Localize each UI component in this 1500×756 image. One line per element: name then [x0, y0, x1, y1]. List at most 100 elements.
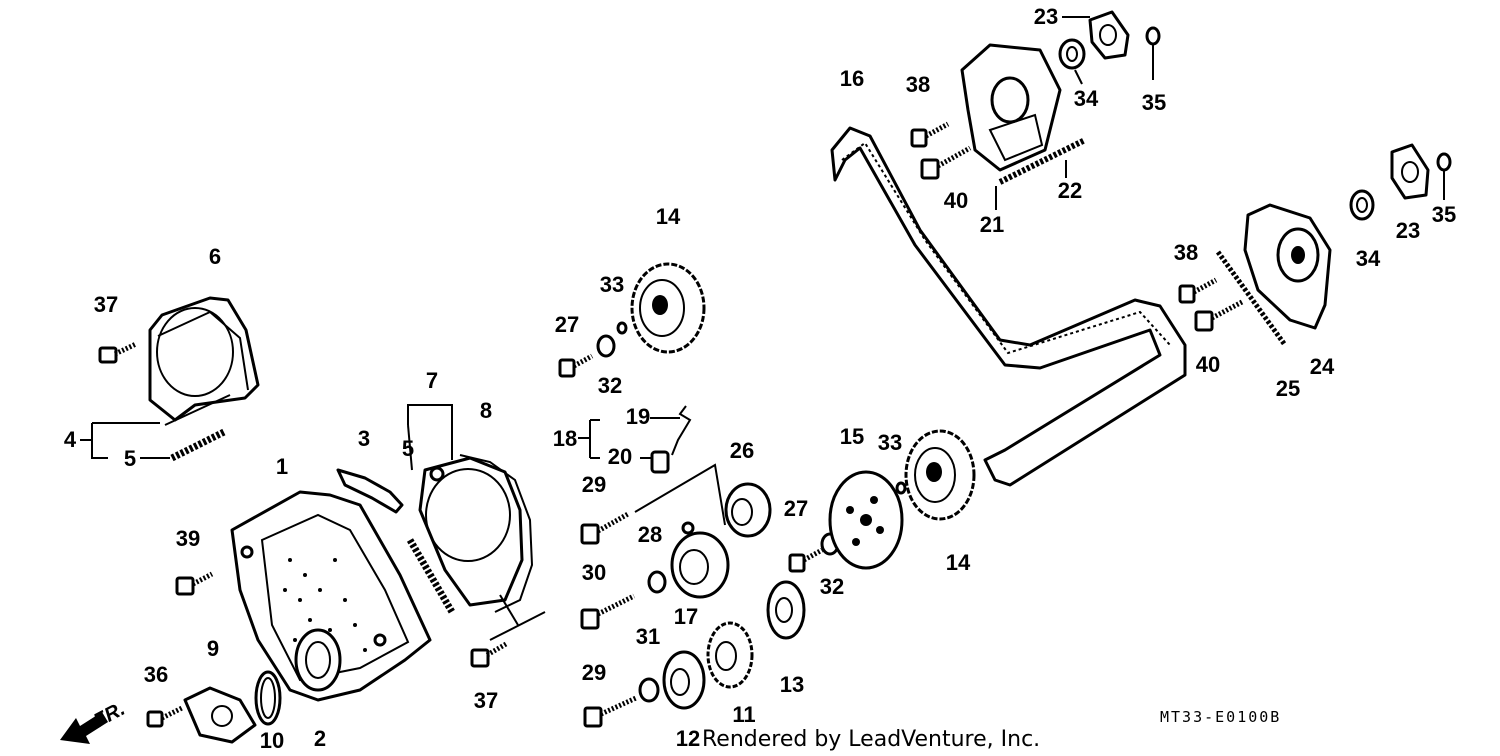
callout: 1: [276, 454, 288, 479]
gasket-strip-middle: [406, 538, 456, 614]
bolt-27-upper: [558, 353, 594, 378]
lower-timing-cover: [230, 490, 432, 702]
callout: 11: [732, 702, 755, 727]
callout: 27: [784, 496, 808, 521]
bolt-40-lower: [1194, 299, 1244, 332]
woodruff-key-33-lower: [895, 481, 907, 495]
callout: 14: [656, 204, 681, 229]
callout: 27: [555, 312, 579, 337]
cam-pulley-14-upper: [630, 262, 706, 354]
callout: 14: [946, 550, 971, 575]
callout: 39: [176, 526, 200, 551]
callout: 15: [840, 424, 864, 449]
bolt-36: [146, 705, 184, 728]
leader-lines: [80, 16, 1445, 641]
callout: 20: [608, 444, 632, 469]
callout: 24: [1310, 354, 1335, 379]
callout: 29: [582, 660, 606, 685]
guide-plate-12: [662, 650, 706, 710]
callout: 22: [1058, 178, 1082, 203]
bolt-29-upper: [580, 511, 630, 545]
pulley-flange-15: [828, 470, 904, 570]
watermark-text: Rendered by LeadVenture, Inc.: [702, 727, 1040, 752]
callout: 29: [582, 472, 606, 497]
bolt-29-lower: [583, 695, 638, 728]
oil-seal-34-lower: [1349, 189, 1375, 221]
callout: 23: [1396, 218, 1420, 243]
callout: 13: [780, 672, 804, 697]
callout: 40: [1196, 352, 1220, 377]
callout: 18: [553, 426, 577, 451]
bolt-38-upper: [910, 121, 950, 148]
tensioner-spring-19: [671, 405, 692, 456]
callout: 31: [636, 624, 660, 649]
cam-pulley-14-lower: [904, 429, 976, 521]
bolt-37-lower: [470, 641, 508, 668]
plug-35-upper: [1145, 26, 1161, 46]
washer-31: [638, 677, 660, 703]
cap-23-lower: [1390, 143, 1430, 200]
callout: 5: [402, 436, 414, 461]
callout: 12: [676, 726, 700, 751]
crank-pulley-11: [706, 621, 754, 689]
cap-23-upper: [1088, 10, 1130, 60]
callout: 4: [64, 427, 77, 452]
back-cover-24: [1243, 203, 1332, 330]
plug-35-lower: [1436, 152, 1452, 172]
callout: 8: [480, 398, 492, 423]
gasket-25: [1215, 250, 1288, 347]
rubber-seal-3: [336, 468, 404, 514]
bolt-30: [580, 593, 636, 630]
washer-32-upper: [596, 334, 616, 358]
upper-timing-cover-left: [148, 296, 260, 426]
callout: 36: [144, 662, 168, 687]
bolt-38-lower: [1178, 277, 1218, 304]
callout: 2: [314, 726, 326, 751]
callout: 17: [674, 604, 698, 629]
callout: 33: [600, 272, 624, 297]
diagram-code: MT33-E0100B: [1160, 708, 1281, 726]
guide-plate-13: [766, 580, 806, 640]
timing-belt-16: [830, 126, 1187, 487]
callout: 35: [1432, 202, 1456, 227]
callout: 35: [1142, 90, 1166, 115]
callout: 32: [598, 373, 622, 398]
callout: 30: [582, 560, 606, 585]
callout: 33: [878, 430, 902, 455]
callout: 5: [124, 446, 136, 471]
callout: 32: [820, 574, 844, 599]
callout: 40: [944, 188, 968, 213]
callout: 16: [840, 66, 864, 91]
callout-labels: 1 2 3 4 5 5 6 7 8 9 10 11 12 13 14 14 15…: [64, 4, 1456, 753]
callout: 9: [207, 636, 219, 661]
collar-20: [650, 450, 670, 474]
callout: 28: [638, 522, 662, 547]
callout: 38: [1174, 240, 1198, 265]
callout: 34: [1356, 246, 1381, 271]
bolt-37-upper: [98, 341, 138, 364]
callout: 38: [906, 72, 930, 97]
o-ring-10: [254, 670, 282, 726]
callout: 34: [1074, 86, 1099, 111]
callout: 23: [1034, 4, 1058, 29]
front-direction-arrow: FR.: [60, 698, 129, 744]
idler-pulley-26: [724, 482, 772, 538]
washer-28: [647, 570, 667, 594]
cover-plate-9: [183, 686, 257, 744]
gasket-strip-left: [170, 428, 226, 462]
oil-seal-34-upper: [1058, 38, 1086, 70]
bolt-40-upper: [920, 145, 972, 180]
bolt-27-lower: [788, 547, 824, 573]
callout: 6: [209, 244, 221, 269]
callout: 3: [358, 426, 370, 451]
callout: 10: [260, 728, 284, 753]
callout: 25: [1276, 376, 1300, 401]
back-cover-21: [960, 43, 1062, 172]
callout: 26: [730, 438, 754, 463]
middle-timing-cover: [418, 454, 534, 613]
callout: 7: [426, 368, 438, 393]
callout: 21: [980, 212, 1004, 237]
gasket-22: [998, 137, 1087, 185]
